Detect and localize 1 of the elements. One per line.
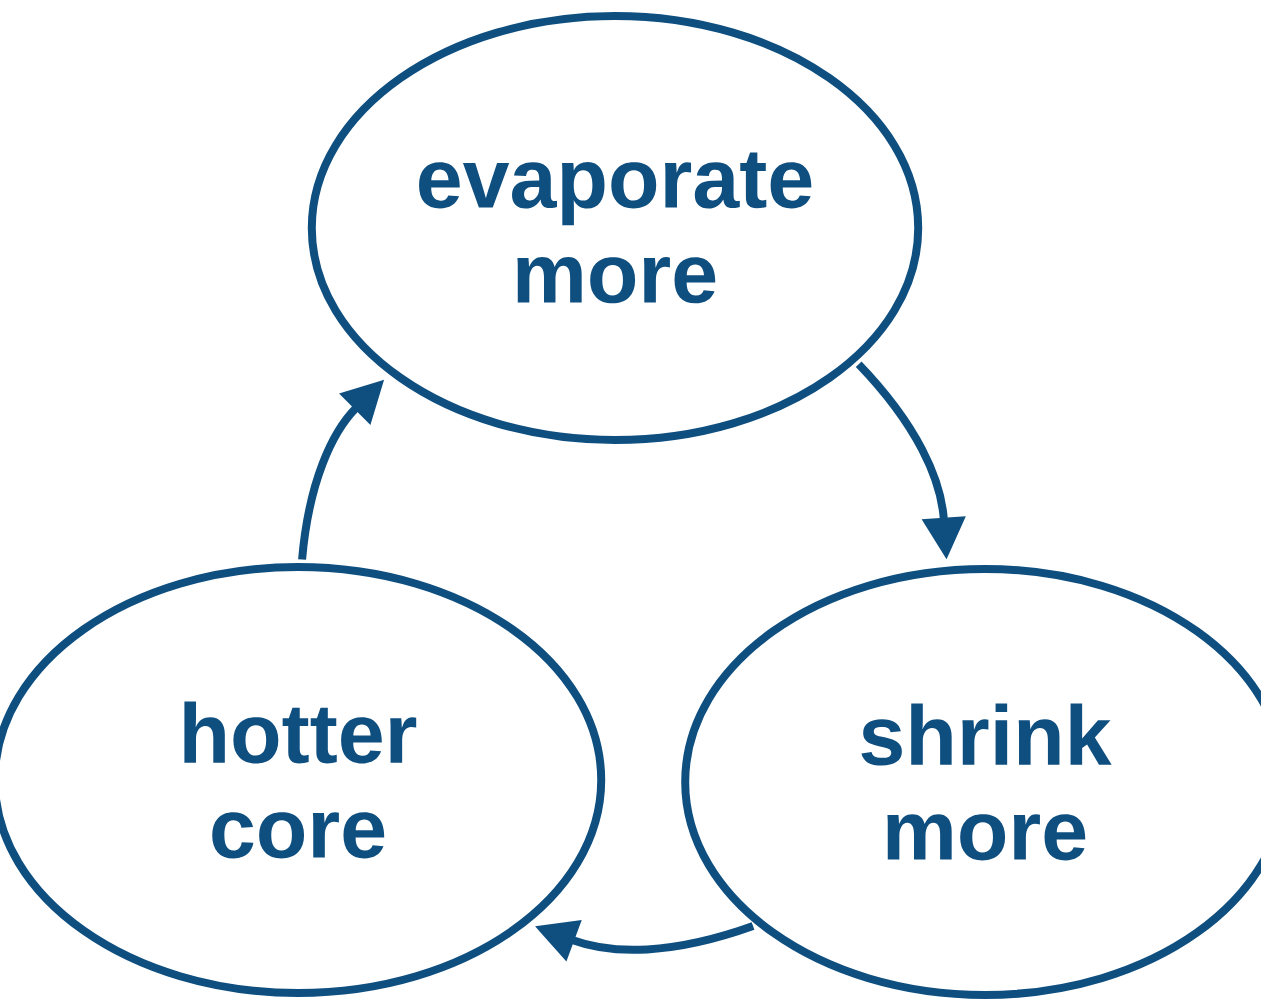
ellipse-node: evaporate more [307, 12, 923, 444]
